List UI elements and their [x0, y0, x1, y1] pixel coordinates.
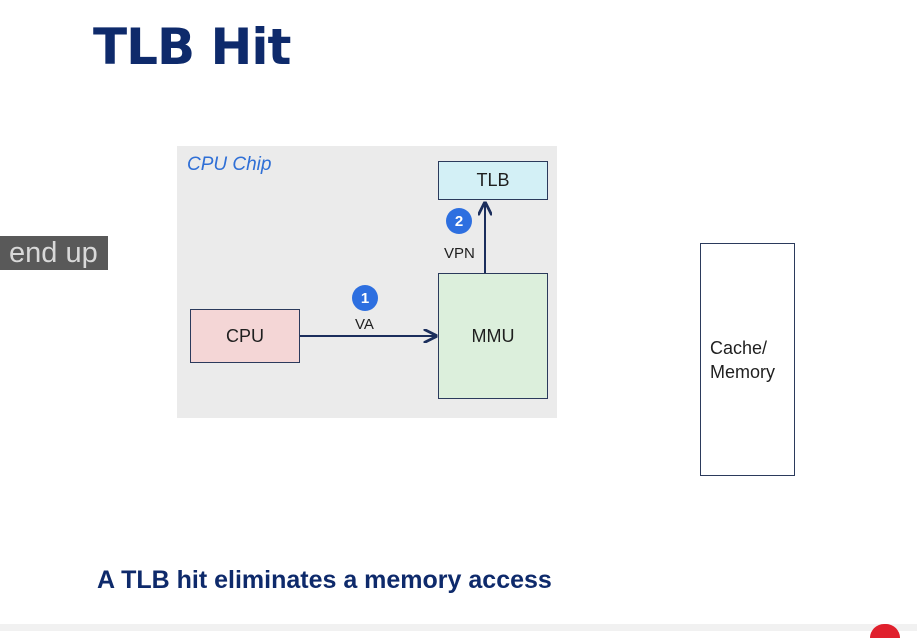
bottom-strip	[0, 624, 917, 631]
cpu-box: CPU	[190, 309, 300, 363]
video-caption-overlay: end up	[0, 236, 108, 270]
memory-label-line1: Cache/	[710, 337, 768, 358]
tlb-box: TLB	[438, 161, 548, 200]
cache-memory-box: Cache/ Memory	[700, 243, 795, 476]
cpu-chip-label: CPU Chip	[187, 154, 272, 175]
slide-bottom-text: A TLB hit eliminates a memory access	[97, 566, 552, 594]
step-1-badge: 1	[352, 285, 378, 311]
vpn-label: VPN	[444, 245, 475, 262]
memory-label-line2: Memory	[710, 361, 776, 382]
va-label: VA	[355, 316, 374, 333]
step-2-badge: 2	[446, 208, 472, 234]
slide-title: TLB Hit	[93, 18, 291, 76]
mmu-box: MMU	[438, 273, 548, 399]
